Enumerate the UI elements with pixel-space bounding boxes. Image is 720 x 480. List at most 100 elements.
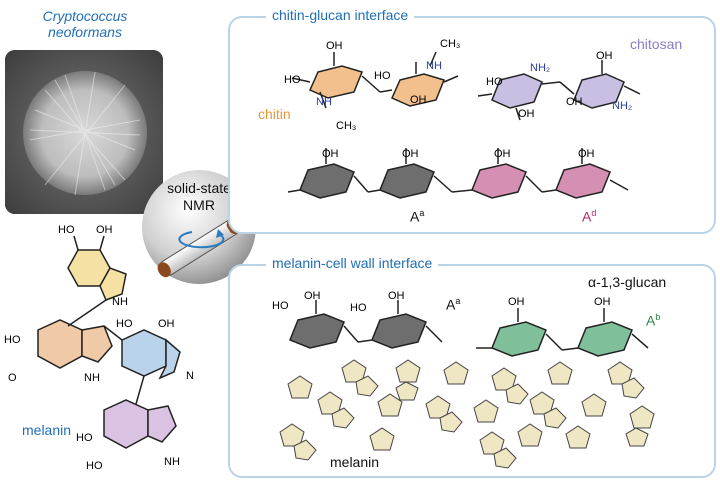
glucan-ring-a1 [299, 163, 355, 199]
melanin-fragment [369, 427, 395, 451]
chitin-glucan-title: chitin-glucan interface [266, 7, 415, 23]
melanin-fragment [287, 375, 313, 399]
mel-ho-bottom: HO [76, 432, 93, 444]
organism-species: neoformans [48, 24, 122, 40]
melanin-fragment [317, 391, 355, 429]
mel-n-right: N [186, 370, 194, 382]
chitosan-label: chitosan [630, 36, 683, 52]
bottom-unit-b-label: Ab [646, 312, 660, 329]
chitosan-oh-3: OH [566, 96, 583, 108]
chitosan-nh2-2: NH₂ [612, 100, 633, 112]
indole-unit-middle [37, 319, 113, 369]
chitin-oh-top: OH [326, 40, 343, 52]
bottom-ho-2: HO [350, 302, 367, 314]
top-panel-structures [287, 51, 641, 199]
organism-genus: Cryptococcus [42, 8, 128, 24]
chitosan-ring-2 [573, 73, 625, 109]
bottom-glucan-ring-b1 [491, 321, 547, 357]
melanin-fragment [279, 423, 317, 461]
bottom-glucan-ring-a2 [371, 313, 427, 349]
bottom-oh-1: OH [304, 290, 321, 302]
mel-oh-top: OH [96, 224, 113, 236]
bottom-unit-a-letter: A [446, 296, 456, 313]
melanin-fragment [517, 423, 543, 447]
indole-unit-right [121, 329, 181, 380]
bottom-unit-b-sup: b [655, 312, 661, 322]
bottom-ho-1: HO [272, 300, 289, 312]
bottom-unit-a-sup: a [455, 296, 461, 306]
chitosan-ho-1: HO [486, 76, 503, 88]
mel-ho-bottom-2: HO [86, 460, 103, 472]
chitosan-oh-2: OH [596, 50, 613, 62]
unit-d-letter: A [582, 208, 592, 225]
chitin-nh-2: NH [426, 60, 442, 72]
melanin-panel-label: melanin [330, 454, 380, 470]
mel-o-mid: O [8, 372, 17, 384]
unit-d-label: Ad [582, 208, 596, 225]
glucan-oh-2: OH [402, 148, 419, 160]
melanin-fragment [443, 361, 469, 385]
mel-nh-bottom: NH [164, 456, 180, 468]
melanin-fragment [565, 425, 591, 449]
micrograph-svg [5, 50, 163, 214]
chitin-nh-1: NH [316, 96, 332, 108]
bottom-unit-b-letter: A [646, 312, 656, 329]
unit-a-sup: a [419, 208, 425, 218]
nmr-label: solid-state NMR [140, 180, 258, 214]
mel-ho-right: HO [116, 318, 133, 330]
chitin-ch3-2: CH₃ [440, 38, 461, 50]
melanin-fragment [581, 393, 607, 417]
bottom-oh-2: OH [388, 290, 405, 302]
nmr-svg [142, 170, 256, 284]
bottom-glucan-ring-a1 [289, 313, 345, 349]
melanin-cell-wall-title: melanin-cell wall interface [266, 255, 439, 271]
indole-unit-top [67, 249, 127, 301]
melanin-fragment [529, 391, 567, 429]
chitosan-oh-1: OH [518, 108, 535, 120]
chitin-ring-1 [309, 65, 364, 99]
melanin-fragment [479, 431, 517, 469]
melanin-fragment [491, 367, 529, 405]
glucan-oh-3: OH [494, 148, 511, 160]
chitosan-nh2-1: NH₂ [530, 62, 551, 74]
bottom-glucan-ring-b2 [577, 321, 633, 357]
nmr-rotor-graphic: solid-state NMR [140, 168, 258, 286]
indole-unit-bottom [103, 399, 177, 449]
rotation-arrow [178, 231, 225, 249]
bottom-panel-structures [279, 300, 655, 469]
unit-a-letter: A [410, 208, 420, 225]
organism-label: Cryptococcus neoformans [30, 8, 140, 40]
cell-texture [29, 71, 141, 196]
melanin-fragment [377, 393, 403, 417]
mel-nh-mid: NH [84, 372, 100, 384]
nmr-label-line2: NMR [183, 197, 215, 213]
bottom-oh-4: OH [594, 296, 611, 308]
unit-a-label: Aa [410, 208, 424, 225]
glucan-ring-d2 [555, 163, 611, 199]
melanin-molecule [37, 235, 181, 449]
melanin-fragment [473, 399, 499, 423]
melanin-fragment [547, 361, 573, 385]
chitin-ho-2: HO [374, 70, 391, 82]
glucan-ring-a2 [379, 163, 435, 199]
nmr-label-line1: solid-state [167, 180, 231, 196]
bottom-unit-a-label: Aa [446, 296, 460, 313]
melanin-fragment [341, 359, 379, 397]
chitin-glucan-panel [228, 16, 716, 234]
chitin-ch3-1: CH₃ [336, 120, 357, 132]
chitin-oh-2: OH [410, 94, 427, 106]
chitin-ring-2 [391, 73, 446, 107]
alpha-glucan-label: α-1,3-glucan [588, 274, 667, 290]
melanin-fragment [395, 359, 421, 401]
melanin-fragment [625, 405, 655, 447]
micrograph-image [5, 50, 163, 214]
melanin-left-label: melanin [22, 422, 72, 438]
melanin-fragment [425, 395, 463, 433]
glucan-oh-4: OH [578, 148, 595, 160]
melanin-fragments [279, 359, 655, 469]
mel-nh-top: NH [112, 296, 128, 308]
chitin-label: chitin [258, 106, 291, 122]
glucan-ring-d1 [471, 163, 527, 199]
glucan-oh-1: OH [322, 148, 339, 160]
unit-d-sup: d [591, 208, 597, 218]
